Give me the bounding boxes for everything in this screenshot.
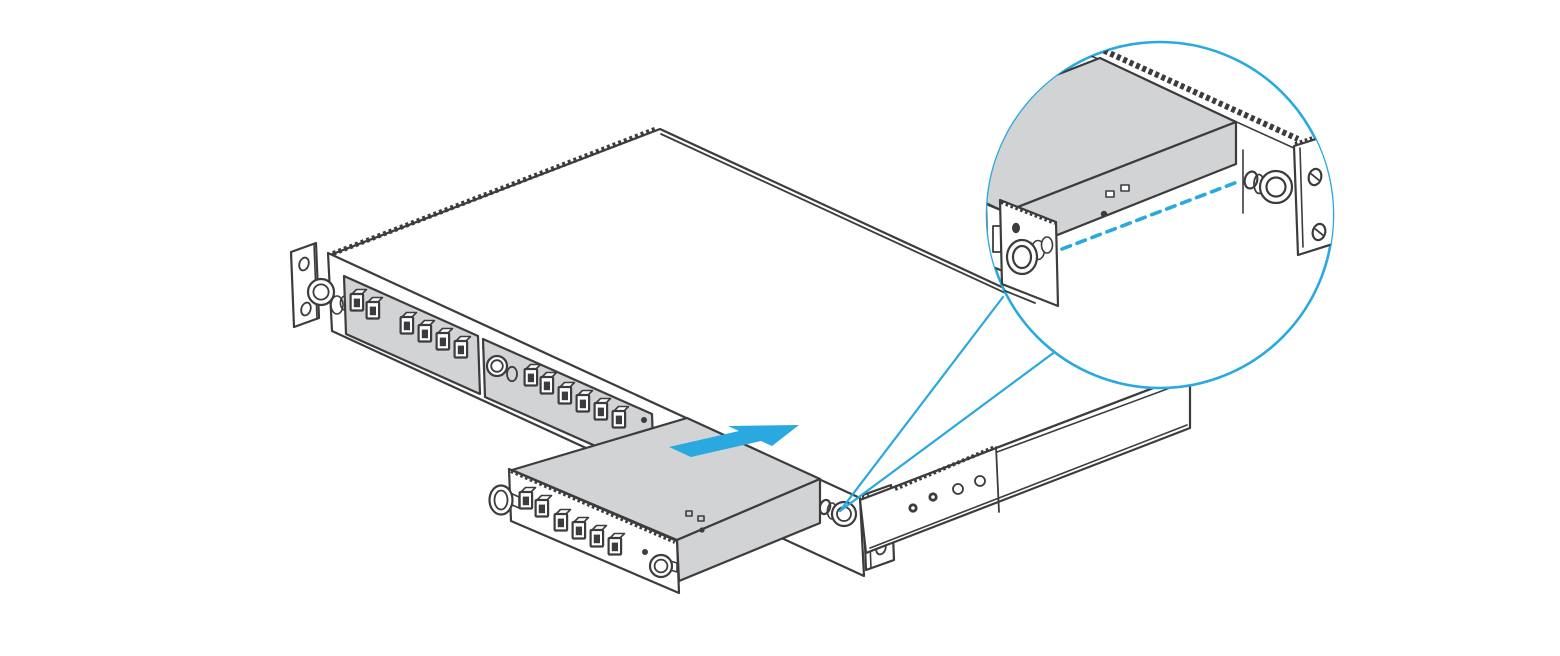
- fiber-adapter: [607, 532, 626, 556]
- magnified-module-tab: [1120, 184, 1130, 192]
- magnified-module-tab: [1105, 190, 1115, 198]
- faceplate-screw-dot: [642, 549, 648, 555]
- rail-hole: [974, 475, 986, 487]
- rail-bottom-inner-edge: [869, 424, 1188, 549]
- fiber-adapter: [557, 381, 576, 405]
- module-thumbscrew-left: [488, 484, 520, 516]
- fiber-adapter: [593, 397, 612, 421]
- rail-top-inner-edge: [996, 381, 1187, 453]
- alignment-dashed-line: [1060, 179, 1242, 251]
- rail-hole-center: [911, 506, 915, 510]
- insertion-arrow-icon: [669, 425, 799, 457]
- module-thumbscrew-right: [648, 553, 678, 579]
- fiber-adapter: [365, 296, 384, 320]
- slide-rail-with-holes: [858, 372, 1192, 555]
- installed-module-1: [342, 274, 482, 396]
- module-thumbscrew: [485, 354, 509, 378]
- fiber-adapter: [417, 319, 436, 343]
- module-lip-hatch: [510, 469, 676, 544]
- fiber-adapter: [523, 363, 542, 387]
- rail-lip-hatch: [894, 445, 996, 491]
- fiber-adapter: [611, 405, 630, 429]
- fiber-adapter: [589, 524, 608, 548]
- module-tab: [697, 515, 705, 522]
- fiber-adapter: [534, 494, 553, 518]
- top-face-left-lip-hatch: [332, 126, 658, 256]
- fiber-adapter: [435, 327, 454, 351]
- magnified-chassis-thumbscrew: [1253, 169, 1294, 205]
- rail-hole-center: [931, 495, 935, 499]
- fiber-adapter: [575, 389, 594, 413]
- callout-leader-lines: [838, 295, 1058, 513]
- fiber-adapter: [539, 371, 558, 395]
- fiber-adapter: [399, 311, 418, 335]
- module-screw-dot: [699, 527, 705, 533]
- panel-screw-hole: [641, 417, 647, 423]
- magnified-module-thumbscrew: [1005, 236, 1054, 276]
- magnified-screw-hole: [1243, 170, 1259, 190]
- magnified-module-screw-dot: [1100, 210, 1108, 218]
- inserting-module: [488, 416, 822, 595]
- module-tab: [685, 510, 693, 517]
- zoom-callout-content: [987, 42, 1333, 308]
- magnified-ear-flange: [1331, 133, 1333, 248]
- fiber-adapter: [349, 288, 368, 312]
- fiber-adapter: [553, 508, 572, 532]
- fiber-adapter: [518, 486, 537, 510]
- fiber-adapter: [571, 516, 590, 540]
- rail-hole: [952, 483, 964, 495]
- captive-thumbscrew-left: [306, 277, 351, 315]
- rail-seam: [995, 446, 1000, 513]
- magnified-mounting-ear: [1292, 130, 1333, 257]
- zoom-callout: [985, 40, 1335, 390]
- fiber-adapter: [453, 335, 472, 359]
